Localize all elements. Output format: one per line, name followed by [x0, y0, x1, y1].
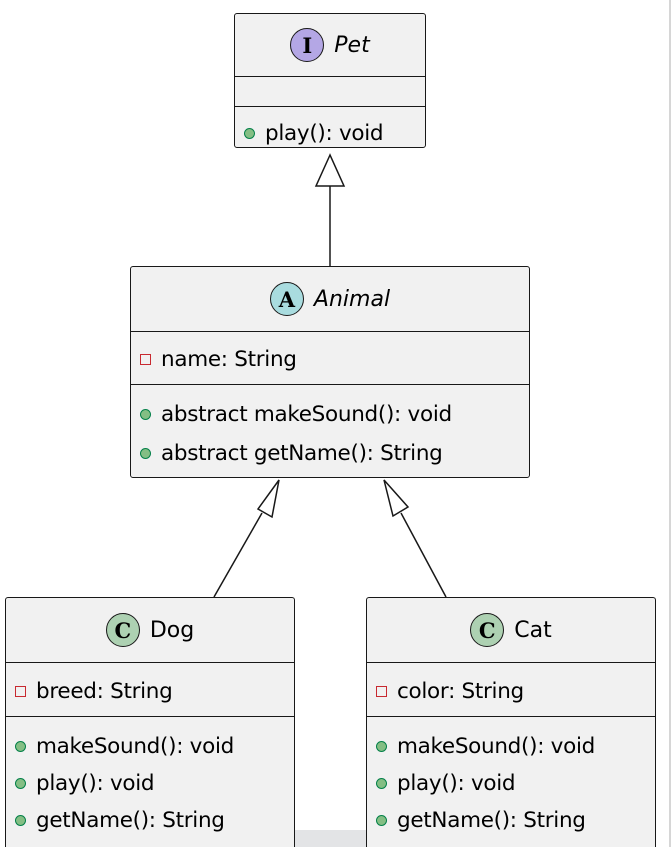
divider [6, 662, 294, 663]
private-square-icon [140, 353, 151, 365]
method-text: getName(): String [397, 807, 586, 833]
public-dot-icon [376, 777, 387, 789]
public-dot-icon [244, 127, 255, 139]
abstract-badge-icon: A [269, 282, 304, 316]
method-text: makeSound(): void [36, 733, 234, 759]
generalization-line-cat-animal [400, 512, 447, 598]
method-item: getName(): String [367, 806, 655, 834]
divider [131, 384, 529, 385]
window-edge [669, 0, 671, 847]
field-item: name: String [131, 345, 529, 373]
public-dot-icon [15, 814, 26, 826]
method-text: abstract makeSound(): void [161, 401, 452, 427]
divider [367, 662, 655, 663]
method-item: makeSound(): void [367, 732, 655, 760]
divider [131, 331, 529, 332]
method-item: abstract getName(): String [131, 439, 529, 467]
realization-arrowhead [314, 153, 346, 187]
method-item: play(): void [367, 769, 655, 797]
method-text: play(): void [36, 770, 155, 796]
generalization-arrowhead-cat [383, 479, 410, 518]
divider [235, 106, 425, 107]
method-item: play(): void [235, 120, 425, 146]
interface-badge-icon: I [290, 28, 325, 62]
public-dot-icon [376, 740, 387, 752]
private-square-icon [15, 685, 26, 697]
generalization-arrowhead-dog [256, 479, 280, 519]
class-badge-icon: C [470, 613, 505, 647]
class-dog[interactable]: C Dog breed: String makeSound(): void pl… [5, 597, 295, 847]
method-item: makeSound(): void [6, 732, 294, 760]
divider [6, 716, 294, 717]
class-name: Dog [149, 617, 195, 643]
class-animal[interactable]: A Animal name: String abstract makeSound… [130, 266, 530, 478]
field-text: name: String [161, 346, 297, 372]
divider [367, 716, 655, 717]
field-item: color: String [367, 677, 655, 705]
method-item: getName(): String [6, 806, 294, 834]
generalization-line-dog-animal [213, 512, 263, 598]
public-dot-icon [15, 740, 26, 752]
class-cat[interactable]: C Cat color: String makeSound(): void pl… [366, 597, 656, 847]
method-text: makeSound(): void [397, 733, 595, 759]
class-name: Animal [313, 286, 391, 312]
private-square-icon [376, 685, 387, 697]
method-text: play(): void [265, 120, 384, 146]
field-text: breed: String [36, 678, 173, 704]
public-dot-icon [15, 777, 26, 789]
public-dot-icon [140, 408, 151, 420]
divider [235, 76, 425, 77]
class-name: Cat [514, 617, 552, 643]
field-item: breed: String [6, 677, 294, 705]
method-text: getName(): String [36, 807, 225, 833]
public-dot-icon [376, 814, 387, 826]
class-pet[interactable]: I Pet play(): void [234, 13, 426, 148]
method-text: abstract getName(): String [161, 440, 443, 466]
field-text: color: String [397, 678, 524, 704]
method-item: abstract makeSound(): void [131, 400, 529, 428]
method-text: play(): void [397, 770, 516, 796]
class-name: Pet [334, 32, 370, 58]
method-item: play(): void [6, 769, 294, 797]
class-badge-icon: C [105, 613, 140, 647]
public-dot-icon [140, 447, 151, 459]
